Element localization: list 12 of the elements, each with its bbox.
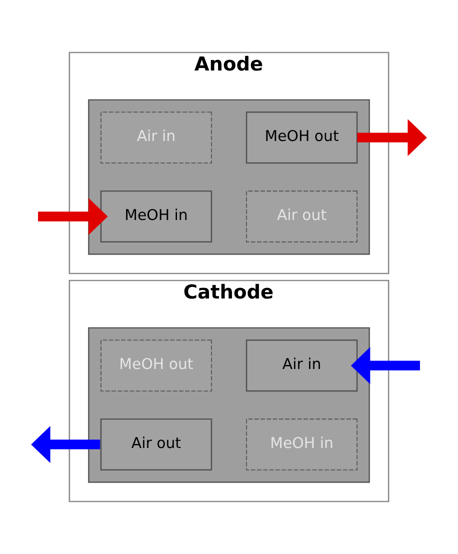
node-box: Air in: [100, 112, 212, 164]
node-box: MeOH in: [246, 418, 358, 470]
node-box: MeOH out: [100, 340, 212, 392]
arrow: [38, 198, 108, 235]
arrow: [357, 119, 427, 156]
arrow: [350, 347, 420, 384]
node-box: Air out: [100, 418, 212, 471]
node-box: Air in: [246, 340, 358, 392]
arrow: [31, 426, 100, 463]
node-box: Air out: [246, 190, 358, 242]
node-box: MeOH out: [246, 112, 358, 164]
node-box: MeOH in: [100, 190, 212, 243]
